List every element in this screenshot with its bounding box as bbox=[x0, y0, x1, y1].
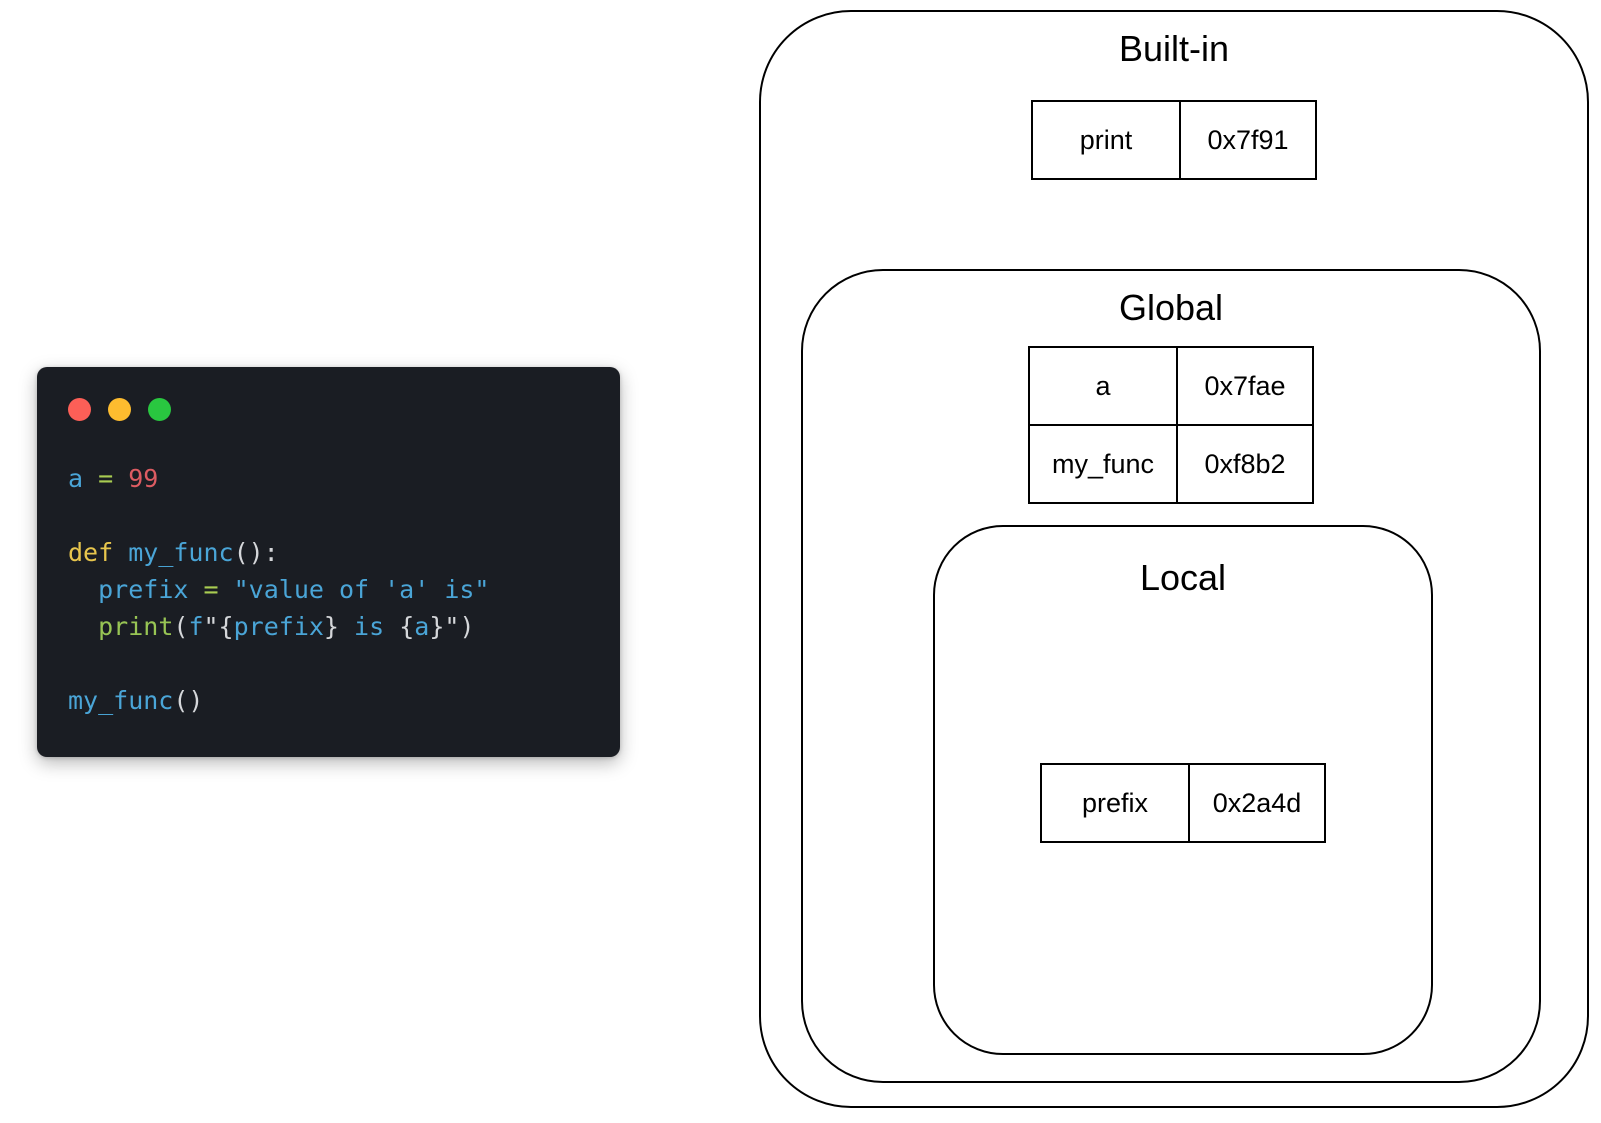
scope-box-global: Global a 0x7fae my_func 0xf8b2 Local prefix… bbox=[801, 269, 1541, 1083]
code-line bbox=[68, 645, 489, 682]
variable-address-cell: 0xf8b2 bbox=[1204, 448, 1286, 479]
scope-box-local: Local prefix 0x2a4d bbox=[933, 525, 1433, 1055]
variable-row: a 0x7fae bbox=[1030, 348, 1312, 424]
scope-title-local: Local bbox=[1139, 557, 1227, 598]
scope-title-global: Global bbox=[1118, 287, 1224, 328]
maximize-button[interactable] bbox=[148, 398, 171, 421]
variable-row: print 0x7f91 bbox=[1033, 102, 1315, 178]
code-content: a = 99 def my_func(): prefix = "value of… bbox=[68, 460, 489, 719]
code-line: print(f"{prefix} is {a}") bbox=[98, 612, 475, 641]
built-in-variables-table: print 0x7f91 bbox=[1031, 100, 1317, 180]
variable-name-cell: a bbox=[1030, 348, 1178, 424]
variable-address-cell: 0x7f91 bbox=[1207, 124, 1289, 155]
code-line: my_func() bbox=[68, 686, 204, 715]
variable-address-cell: 0x2a4d bbox=[1212, 787, 1302, 818]
global-variables-table: a 0x7fae my_func 0xf8b2 bbox=[1028, 346, 1314, 504]
code-line: def my_func(): bbox=[68, 538, 279, 567]
variable-address-cell: 0x7fae bbox=[1204, 370, 1286, 401]
window-controls bbox=[68, 398, 171, 421]
scope-title-built-in: Built-in bbox=[1118, 28, 1230, 69]
code-editor-window: a = 99 def my_func(): prefix = "value of… bbox=[37, 367, 620, 757]
minimize-button[interactable] bbox=[108, 398, 131, 421]
variable-name-cell: print bbox=[1033, 102, 1181, 178]
local-variables-table: prefix 0x2a4d bbox=[1040, 763, 1326, 843]
variable-row: my_func 0xf8b2 bbox=[1030, 424, 1312, 502]
code-line: a = 99 bbox=[68, 464, 159, 493]
variable-name-cell: prefix bbox=[1042, 765, 1190, 841]
code-line bbox=[68, 497, 489, 534]
variable-row: prefix 0x2a4d bbox=[1042, 765, 1324, 841]
scope-box-built-in: Built-in print 0x7f91 Global a 0x7fae my_fu… bbox=[759, 10, 1589, 1108]
code-line: prefix = "value of 'a' is" bbox=[98, 575, 490, 604]
close-button[interactable] bbox=[68, 398, 91, 421]
variable-name-cell: my_func bbox=[1030, 426, 1178, 502]
